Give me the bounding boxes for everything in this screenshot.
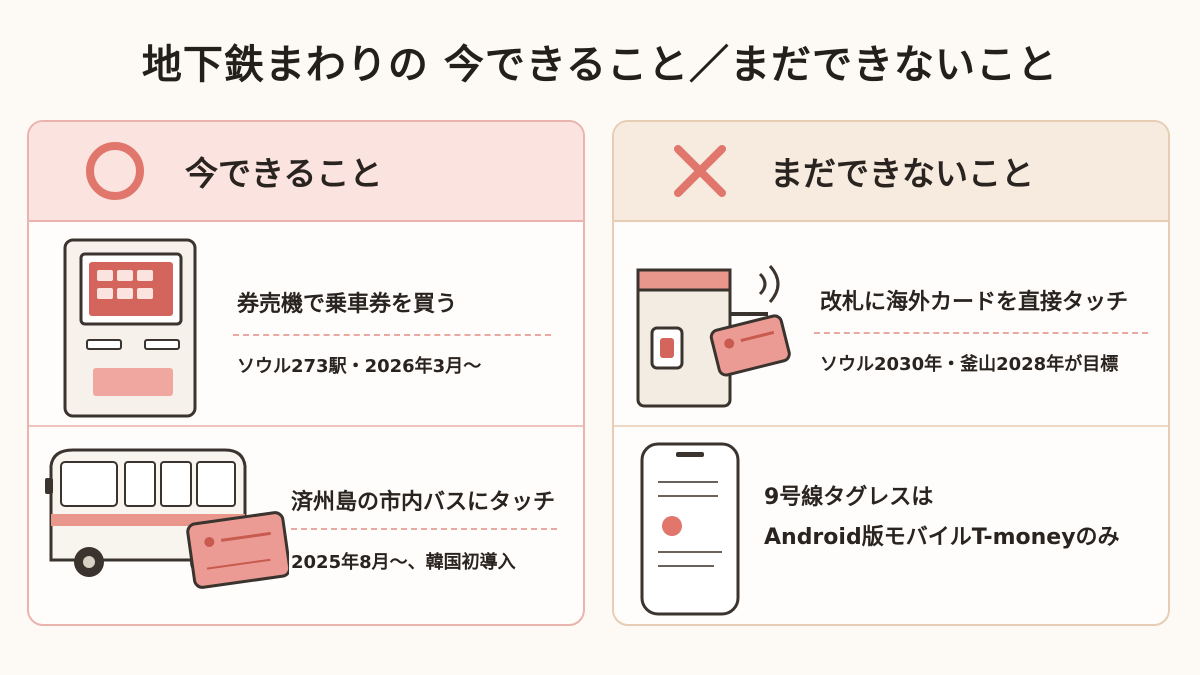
- cross-mark-icon: [674, 145, 726, 197]
- item-detail: ソウル2030年・釜山2028年が目標: [820, 354, 1119, 375]
- item-detail: ソウル273駅・2026年3月〜: [237, 356, 482, 377]
- cannot-do-header: まだできないこと: [614, 122, 1168, 222]
- page-title: 地下鉄まわりの 今できること／まだできないこと: [141, 42, 1059, 88]
- item-detail: 2025年8月〜、韓国初導入: [291, 552, 516, 573]
- smartphone-icon: [640, 442, 740, 616]
- cannot-do-heading: まだできないこと: [770, 154, 1034, 193]
- item-title: 改札に海外カードを直接タッチ: [820, 290, 1129, 315]
- dashed-divider: [814, 332, 1148, 334]
- item-title: 済州島の市内バスにタッチ: [291, 490, 556, 515]
- list-item: 券売機で乗車券を買う ソウル273駅・2026年3月〜: [29, 224, 583, 426]
- list-item: 済州島の市内バスにタッチ 2025年8月〜、韓国初導入: [29, 428, 583, 624]
- ticket-machine-icon: [63, 238, 197, 418]
- dashed-divider: [291, 528, 557, 530]
- circle-mark-icon: [86, 142, 144, 200]
- list-item: 改札に海外カードを直接タッチ ソウル2030年・釜山2028年が目標: [614, 224, 1168, 426]
- item-line1: 9号線タグレスは: [764, 485, 934, 510]
- can-do-panel: 今できること 券売機で乗車券を買う ソウル273駅・2026年3月〜: [27, 120, 585, 626]
- cannot-do-panel: まだできないこと 改札に海外カードを直接タッチ ソウル2030年・釜山2028年…: [612, 120, 1170, 626]
- can-do-header: 今できること: [29, 122, 583, 222]
- ticket-gate-icon: [636, 265, 791, 408]
- row-divider: [29, 425, 583, 427]
- item-title: 券売機で乗車券を買う: [237, 292, 458, 317]
- item-line2: Android版モバイルT-moneyのみ: [764, 525, 1120, 550]
- bus-icon: [45, 448, 289, 589]
- row-divider: [614, 425, 1168, 427]
- can-do-heading: 今できること: [185, 154, 383, 193]
- list-item: 9号線タグレスは Android版モバイルT-moneyのみ: [614, 428, 1168, 624]
- dashed-divider: [233, 334, 551, 336]
